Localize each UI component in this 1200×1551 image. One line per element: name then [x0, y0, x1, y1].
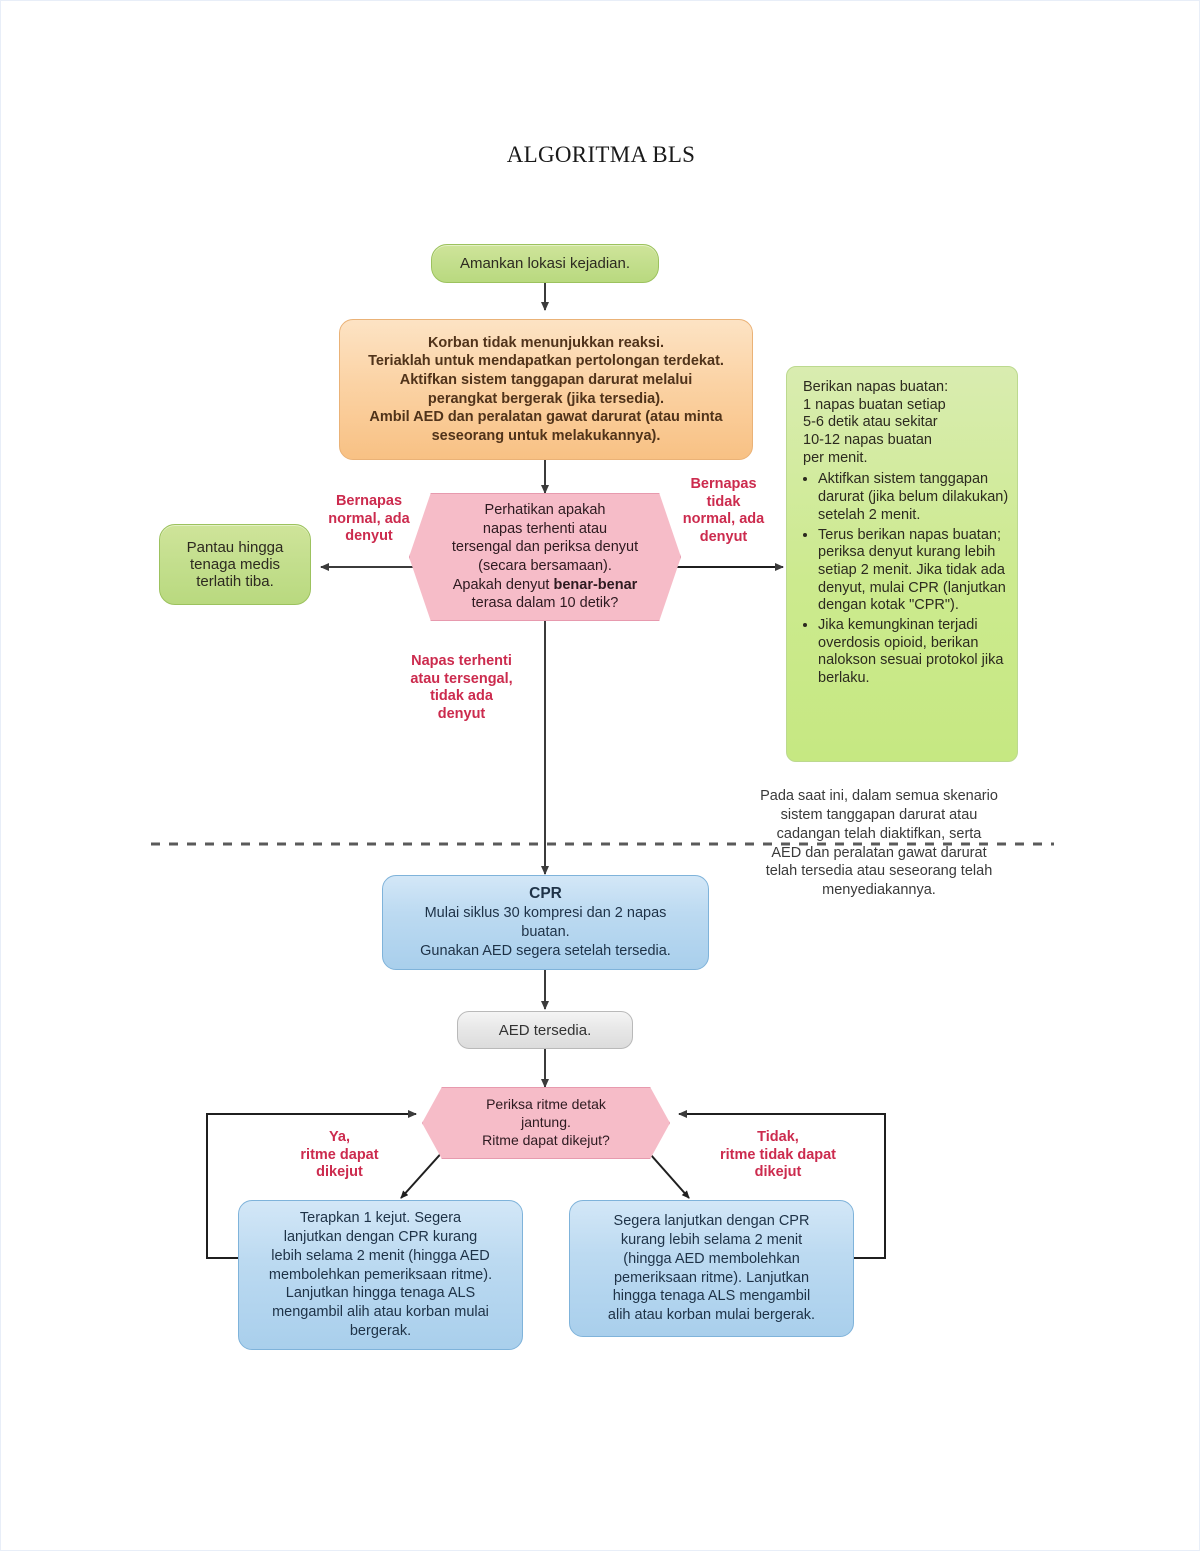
node-shockable-action[interactable]: Terapkan 1 kejut. Segera lanjutkan denga… [238, 1200, 523, 1350]
decision-rhythm-shockable[interactable]: Periksa ritme detak jantung. Ritme dapat… [422, 1087, 670, 1159]
node-victim-unresponsive[interactable]: Korban tidak menunjukkan reaksi. Teriakl… [339, 319, 753, 460]
node-secure-scene[interactable]: Amankan lokasi kejadian. [431, 244, 659, 283]
rescue-breathing-bullet: Terus berikan napas buatan; periksa deny… [818, 527, 1011, 615]
node-shockable-action-label: Terapkan 1 kejut. Segera lanjutkan denga… [268, 1210, 493, 1340]
note-scenario-status: Pada saat ini, dalam semua skenario sist… [760, 788, 998, 897]
node-cpr[interactable]: CPR Mulai siklus 30 kompresi dan 2 napas… [382, 875, 709, 970]
node-victim-unresponsive-label: Korban tidak menunjukkan reaksi. Teriakl… [368, 334, 724, 444]
node-aed-available-label: AED tersedia. [498, 1021, 592, 1039]
label-branch-abnormal-breathing: Bernapas tidak normal, ada denyut [682, 476, 765, 546]
label-branch-nonshockable: Tidak, ritme tidak dapat dikejut [719, 1129, 837, 1181]
node-monitor-until-ems-label: Pantau hingga tenaga medis terlatih tiba… [186, 539, 284, 590]
label-branch-shockable: Ya, ritme dapat dikejut [300, 1129, 379, 1181]
node-aed-available[interactable]: AED tersedia. [457, 1011, 633, 1049]
node-cpr-heading: CPR [529, 885, 562, 903]
node-monitor-until-ems[interactable]: Pantau hingga tenaga medis terlatih tiba… [159, 524, 311, 605]
node-nonshockable-action[interactable]: Segera lanjutkan dengan CPR kurang lebih… [569, 1200, 854, 1337]
page-title: ALGORITMA BLS [506, 142, 696, 167]
rescue-breathing-intro: Berikan napas buatan: 1 napas buatan set… [803, 379, 949, 466]
decision-rhythm-shockable-label: Periksa ritme detak jantung. Ritme dapat… [482, 1096, 610, 1148]
node-secure-scene-label: Amankan lokasi kejadian. [459, 255, 631, 272]
node-cpr-body: Mulai siklus 30 kompresi dan 2 napas bua… [420, 905, 671, 959]
rescue-breathing-bullets: Aktifkan sistem tanggapan darurat (jika … [803, 471, 1011, 689]
node-nonshockable-action-label: Segera lanjutkan dengan CPR kurang lebih… [607, 1212, 816, 1324]
label-branch-no-pulse: Napas terhenti atau tersengal, tidak ada… [410, 653, 513, 723]
node-rescue-breathing[interactable]: Berikan napas buatan: 1 napas buatan set… [786, 366, 1018, 762]
rescue-breathing-bullet: Aktifkan sistem tanggapan darurat (jika … [818, 471, 1011, 524]
label-branch-normal-breathing: Bernapas normal, ada denyut [328, 493, 410, 545]
rescue-breathing-bullet: Jika kemungkinan terjadi overdosis opioi… [818, 617, 1011, 688]
